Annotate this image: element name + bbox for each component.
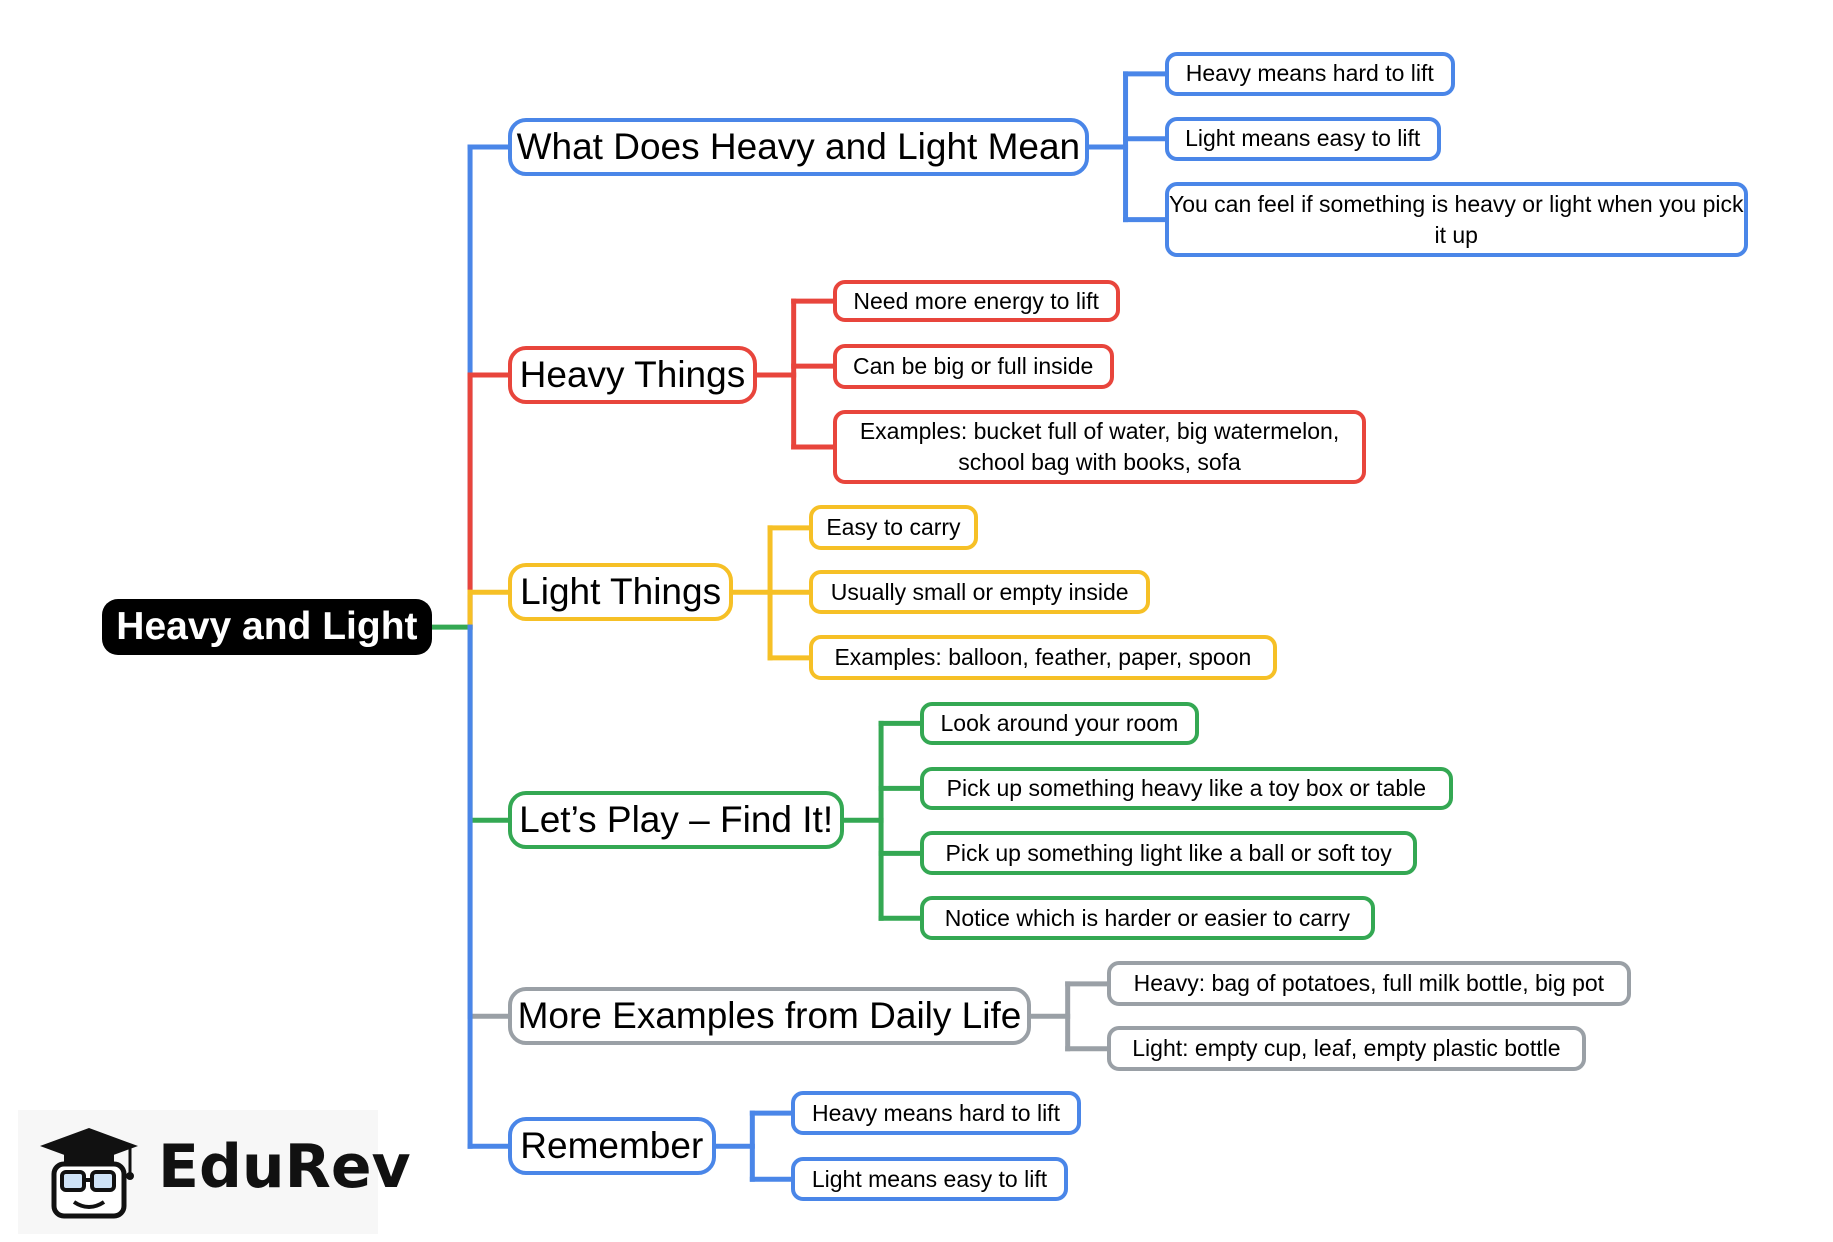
leaf-daily-heavy: Heavy: bag of potatoes, full milk bottle… [1106, 961, 1632, 1007]
branch-heavy-things: Heavy Things [507, 346, 758, 404]
leaf-daily-light: Light: empty cup, leaf, empty plastic bo… [1106, 1026, 1587, 1072]
leaf-light-examples: Examples: balloon, feather, paper, spoon [809, 635, 1277, 681]
leaf-heavy-examples: Examples: bucket full of water, big wate… [832, 409, 1367, 485]
leaf-big-or-full: Can be big or full inside [832, 343, 1114, 389]
graduation-cap-icon [40, 1128, 138, 1219]
leaf-pick-heavy: Pick up something heavy like a toy box o… [920, 766, 1453, 811]
leaf-need-more-energy: Need more energy to lift [832, 279, 1120, 323]
edurev-logo: EduRev [18, 1110, 411, 1234]
leaf-notice-harder: Notice which is harder or easier to carr… [920, 896, 1375, 941]
leaf-remember-heavy: Heavy means hard to lift [791, 1091, 1081, 1135]
branch-what-does-heavy-and-light-mean: What Does Heavy and Light Mean [507, 118, 1089, 176]
leaf-pick-light: Pick up something light like a ball or s… [920, 831, 1418, 876]
root-node: Heavy and Light [101, 598, 433, 656]
branch-light-things: Light Things [507, 563, 734, 622]
logo-text: EduRev [158, 1132, 411, 1202]
leaf-remember-light: Light means easy to lift [791, 1157, 1068, 1202]
branch-lets-play: Let’s Play – Find It! [507, 791, 845, 850]
leaf-easy-to-carry: Easy to carry [809, 505, 978, 551]
branch-remember: Remember [507, 1117, 716, 1176]
leaf-feel-heavy-or-light: You can feel if something is heavy or li… [1164, 181, 1748, 258]
leaf-heavy-means-hard: Heavy means hard to lift [1164, 51, 1456, 96]
leaf-look-around: Look around your room [920, 701, 1199, 746]
leaf-light-means-easy: Light means easy to lift [1164, 116, 1441, 161]
branch-more-examples: More Examples from Daily Life [507, 987, 1032, 1046]
leaf-small-or-empty: Usually small or empty inside [809, 570, 1151, 615]
